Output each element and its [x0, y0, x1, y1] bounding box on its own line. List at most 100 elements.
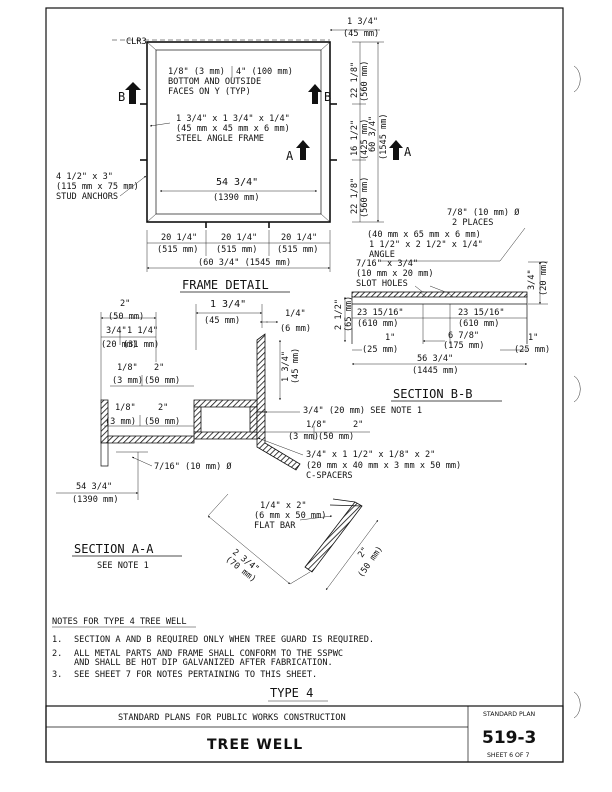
- adim-two-b-imperial: 2": [158, 403, 168, 413]
- spacer-note-2: (20 mm x 40 mm x 3 mm x 50 mm): [306, 461, 461, 471]
- section-arrow-b-right: [308, 84, 322, 104]
- note-2-num: 2.: [52, 649, 62, 659]
- dim-right-2-imperial: 16 1/2": [350, 120, 360, 156]
- note-studs-3: STUD ANCHORS: [56, 192, 118, 202]
- note-3-num: 3.: [52, 670, 62, 680]
- std-plan-label: STANDARD PLAN: [483, 711, 536, 718]
- punch-mark: [573, 65, 581, 93]
- section-letter-b: B: [118, 90, 125, 104]
- note-faces-2: FACES ON Y (TYP): [168, 87, 251, 97]
- note-1-num: 1.: [52, 635, 62, 645]
- adim-two-a-metric: (50 mm): [144, 376, 180, 386]
- dim-right-3-imperial: 22 1/8": [350, 178, 360, 214]
- section-arrow-a-right: [389, 140, 403, 160]
- adim-114-imperial: 1 1/4": [127, 326, 158, 336]
- flat-bar-2: (6 mm x 50 mm): [254, 511, 326, 521]
- section-arrow-a-left: [296, 140, 310, 160]
- dim-right-1-imperial: 22 1/8": [350, 62, 360, 98]
- note-2-text-1: ALL METAL PARTS AND FRAME SHALL CONFORM …: [74, 649, 343, 659]
- note-studs-2: (115 mm x 75 mm): [56, 182, 139, 192]
- slot-note-2: (10 mm x 20 mm): [356, 269, 434, 279]
- flat-bar-1: 1/4" x 2": [260, 501, 307, 511]
- dim-overall-right-metric: (1545 mm): [379, 113, 389, 160]
- plan-title: TREE WELL: [207, 737, 303, 753]
- note-2-text-2: AND SHALL BE HOT DIP GALVANIZED AFTER FA…: [74, 658, 333, 668]
- adim-14-metric: (6 mm): [280, 324, 311, 334]
- sheet-number: SHEET 6 OF 7: [487, 752, 529, 759]
- note-1-text: SECTION A AND B REQUIRED ONLY WHEN TREE …: [74, 635, 374, 645]
- dim-bottom-3-imperial: 20 1/4": [281, 233, 317, 243]
- bdim-left-imperial: 2 1/2": [334, 299, 344, 330]
- dim-right-2-metric: (425 mm): [360, 119, 370, 160]
- adim-two-c-metric: (50 mm): [318, 432, 354, 442]
- note-3-text: SEE SHEET 7 FOR NOTES PERTAINING TO THIS…: [74, 670, 317, 680]
- adim-bottom-left-imperial: 54 3/4": [76, 482, 112, 492]
- section-a: 2" (50 mm) 1 3/4" (45 mm) 3/4" (20 mm) 1…: [56, 299, 461, 591]
- bdim-small-right-metric: (25 mm): [514, 345, 550, 355]
- section-letter-a: A: [404, 145, 412, 159]
- section-a-title: SECTION A-A: [74, 542, 154, 556]
- plan-number: 519-3: [482, 728, 536, 748]
- adim-bottom-left-metric: (1390 mm): [72, 495, 119, 505]
- adim-34-metric: (20 mm): [101, 340, 137, 350]
- bdim-overall-imperial: 56 3/4": [417, 354, 453, 364]
- dim-bottom-3-metric: (515 mm): [277, 245, 318, 255]
- adim-top-2-metric: (50 mm): [108, 312, 144, 322]
- adim-eighth-b-metric: (3 mm): [105, 417, 136, 427]
- adim-two-c-imperial: 2": [353, 420, 363, 430]
- note-studs-1: 4 1/2" x 3": [56, 172, 113, 182]
- dim-right-1-metric: (560 mm): [360, 61, 370, 102]
- bdim-center-metric: (175 mm): [443, 341, 484, 351]
- slot-note-3: SLOT HOLES: [356, 279, 408, 289]
- adim-two-a-imperial: 2": [154, 363, 164, 373]
- dim-overall-bottom: (60 3/4" (1545 mm): [198, 258, 291, 268]
- adim-top-134-metric: (45 mm): [204, 316, 240, 326]
- hole-note: 7/16" (10 mm) Ø: [154, 461, 232, 472]
- clr-label: CLR3: [126, 37, 147, 47]
- adim-eighth-a-metric: (3 mm): [112, 376, 143, 386]
- note-eighth: 1/8" (3 mm): [168, 67, 225, 77]
- note-four: 4" (100 mm): [236, 67, 293, 77]
- angle-note-3: ANGLE: [369, 250, 395, 260]
- dim-bottom-2-metric: (515 mm): [216, 245, 257, 255]
- flat-bar-3: FLAT BAR: [254, 521, 296, 531]
- bdim-mid-1-metric: (610 mm): [357, 319, 398, 329]
- adim-top-134-imperial: 1 3/4": [210, 299, 246, 310]
- punch-mark: [573, 375, 581, 403]
- dim-inner-metric: (1390 mm): [213, 193, 260, 203]
- angle-note-1: (40 mm x 65 mm x 6 mm): [367, 230, 481, 240]
- dim-inner-imperial: 54 3/4": [216, 177, 258, 188]
- adim-top-2-imperial: 2": [120, 299, 130, 309]
- note-angle-1: 1 3/4" x 1 3/4" x 1/4": [176, 114, 290, 124]
- bdim-small-left-metric: (25 mm): [362, 345, 398, 355]
- punch-mark: [573, 691, 581, 719]
- note-angle-3: STEEL ANGLE FRAME: [176, 134, 264, 144]
- bdim-mid-1-imperial: 23 15/16": [357, 308, 404, 318]
- slot-note-1: 7/16" x 3/4": [356, 259, 418, 269]
- dim-top-metric: (45 mm): [343, 29, 379, 39]
- adim-eighth-b-imperial: 1/8": [115, 403, 136, 413]
- bdim-small-right-imperial: 1": [528, 333, 538, 343]
- plan-header: STANDARD PLANS FOR PUBLIC WORKS CONSTRUC…: [118, 713, 346, 723]
- section-letter-b: B: [324, 90, 331, 104]
- section-a-subtitle: SEE NOTE 1: [97, 561, 149, 571]
- bdim-center-imperial: 6 7/8": [448, 331, 479, 341]
- bdim-right-metric: (20 mm): [539, 260, 549, 296]
- adim-vert-metric: (45 mm): [291, 348, 301, 384]
- note-faces-1: BOTTOM AND OUTSIDE: [168, 77, 261, 87]
- title-block: STANDARD PLANS FOR PUBLIC WORKS CONSTRUC…: [45, 705, 564, 763]
- note-angle-2: (45 mm x 45 mm x 6 mm): [176, 124, 290, 134]
- section-b-title: SECTION B-B: [393, 387, 472, 401]
- adim-114-metric: (31 mm): [123, 340, 159, 350]
- bar-dim-b-imperial: 2": [356, 545, 370, 559]
- adim-eighth-a-imperial: 1/8": [117, 363, 138, 373]
- dim-top-imperial: 1 3/4": [347, 17, 378, 27]
- section-arrow-b-left: [125, 82, 141, 104]
- type-label: TYPE 4: [270, 686, 313, 700]
- dim-bottom-1-metric: (515 mm): [157, 245, 198, 255]
- frame-detail: CLR3 1 3/4" (45 mm) 1/8" (3 mm) 4" (100 …: [56, 17, 412, 293]
- bdim-right-imperial: 3/4": [527, 269, 537, 290]
- bdim-left-metric: (65 mm): [344, 296, 354, 332]
- hole-note-2: 2 PLACES: [452, 218, 493, 228]
